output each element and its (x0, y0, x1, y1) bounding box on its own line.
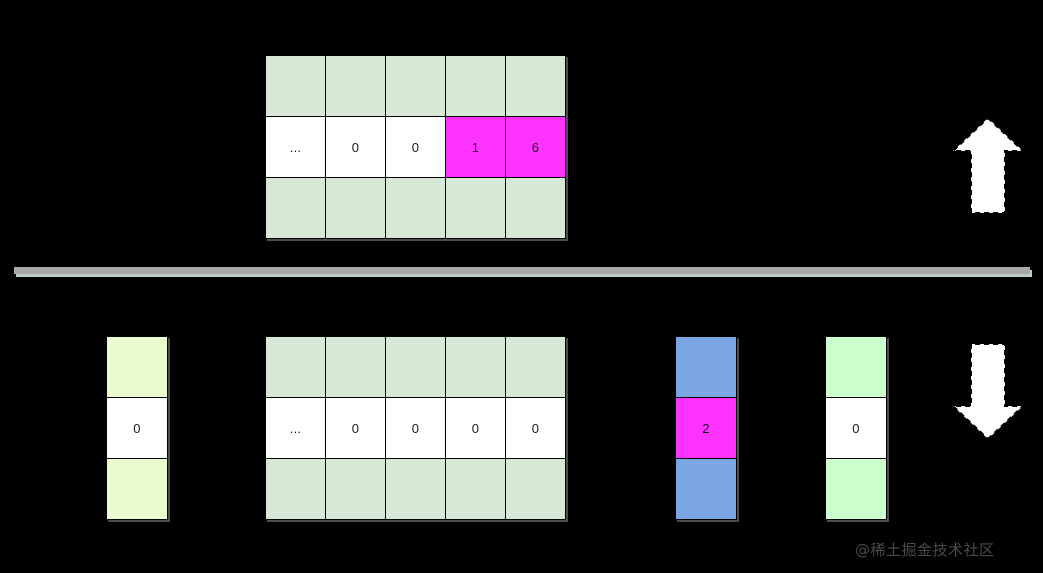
grid-cell: ... (265, 116, 326, 178)
grid-cell: 1 (445, 116, 506, 178)
grid-cell (265, 336, 326, 398)
grid-row: 0 (106, 397, 168, 459)
grid-row: 2 (675, 397, 737, 459)
grid-row: 0 (825, 397, 887, 459)
grid-row (825, 336, 887, 398)
grid-cell: 0 (385, 116, 446, 178)
grid-cell: 0 (325, 397, 386, 459)
grid-cell (106, 458, 168, 520)
grid-row (106, 458, 168, 520)
grid-cell (265, 458, 326, 520)
grid-cell (385, 177, 446, 239)
grid-cell (505, 177, 566, 239)
grid-cell (445, 55, 506, 117)
grid-row (825, 458, 887, 520)
grid-cell (445, 336, 506, 398)
grid-cell (445, 458, 506, 520)
grid-cell: 0 (445, 397, 506, 459)
grid-row (265, 458, 566, 520)
grid-cell (325, 336, 386, 398)
grid-cell: 6 (505, 116, 566, 178)
grid-cell (675, 458, 737, 520)
grid-cell (325, 458, 386, 520)
grid-row (675, 336, 737, 398)
grid-row (265, 55, 566, 117)
grid-cell: 0 (106, 397, 168, 459)
watermark-label: @稀土掘金技术社区 (855, 541, 995, 559)
grid-cell (675, 336, 737, 398)
grid-cell: 2 (675, 397, 737, 459)
grid-cell (385, 458, 446, 520)
grid-cell (106, 336, 168, 398)
arrow-down-icon (951, 343, 1025, 441)
grid-cell (265, 177, 326, 239)
grid-cell (445, 177, 506, 239)
grid-cell (505, 336, 566, 398)
arrow-up-icon (951, 116, 1025, 214)
grid-row (106, 336, 168, 398)
grid-cell: 0 (385, 397, 446, 459)
grid-cell (325, 177, 386, 239)
bottom-mint-column: 0 (825, 336, 887, 520)
grid-cell: 0 (825, 397, 887, 459)
grid-cell (385, 336, 446, 398)
grid-cell: ... (265, 397, 326, 459)
grid-cell (825, 458, 887, 520)
grid-cell (385, 55, 446, 117)
bottom-blue-column: 2 (675, 336, 737, 520)
grid-cell (265, 55, 326, 117)
grid-cell (825, 336, 887, 398)
bottom-lime-column: 0 (106, 336, 168, 520)
grid-cell: 0 (505, 397, 566, 459)
grid-cell (505, 55, 566, 117)
grid-cell (505, 458, 566, 520)
grid-cell: 0 (325, 116, 386, 178)
grid-row (675, 458, 737, 520)
section-divider (14, 267, 1030, 274)
grid-cell (325, 55, 386, 117)
grid-row (265, 177, 566, 239)
grid-row (265, 336, 566, 398)
